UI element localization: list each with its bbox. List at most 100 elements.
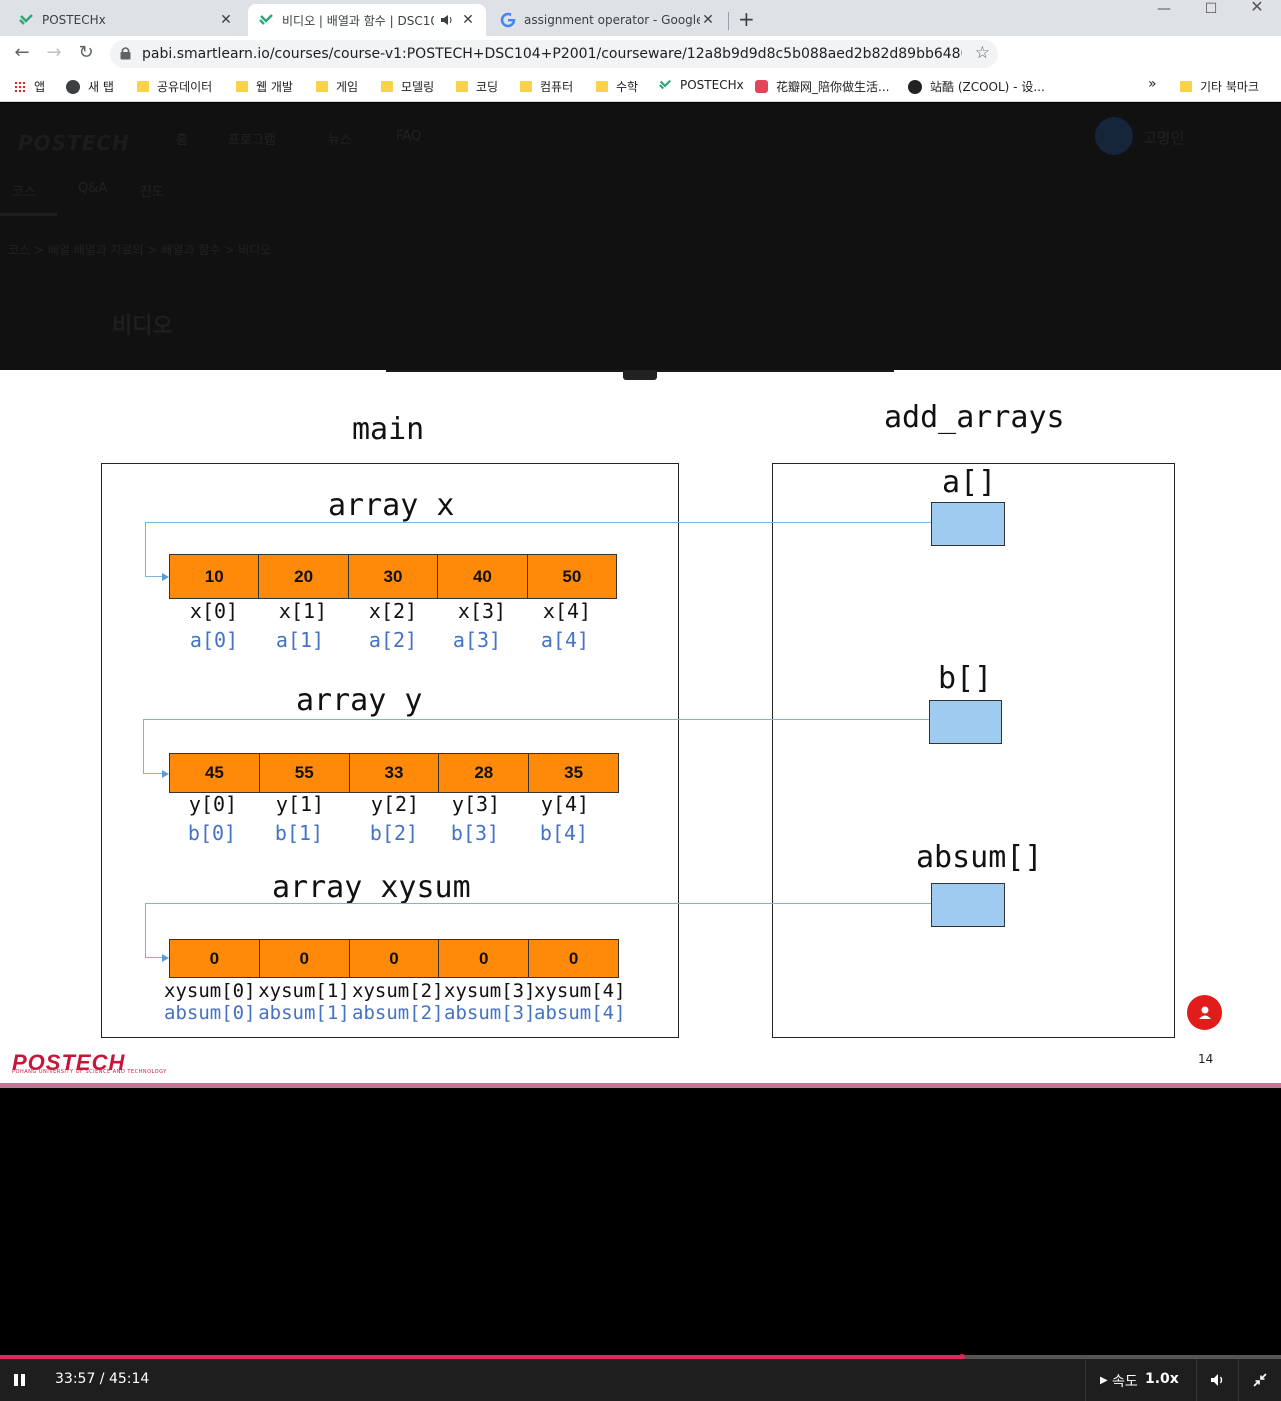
speed-value[interactable]: 1.0x bbox=[1145, 1371, 1179, 1387]
speed-label[interactable]: 속도 bbox=[1112, 1374, 1138, 1390]
param-absum-label: absum[] bbox=[916, 840, 1043, 875]
close-icon[interactable]: ✕ bbox=[462, 12, 474, 28]
bookmark-other[interactable]: 기타 북마크 bbox=[1180, 78, 1259, 95]
array-cell: 45 bbox=[170, 754, 260, 792]
breadcrumb[interactable]: 코스 > 배열 배열과 자료의 > 배열과 함수 > 비디오 bbox=[8, 243, 272, 257]
tab-postechx[interactable]: POSTECHx ✕ bbox=[8, 4, 244, 36]
course-page-overlay: POSTECH 홈 프로그램 뉴스 FAQ 고명인 코스 Q&A 진도 코스 >… bbox=[0, 103, 1281, 370]
array-cell: 30 bbox=[349, 555, 439, 598]
exit-fullscreen-icon[interactable] bbox=[1253, 1373, 1267, 1387]
folder-icon bbox=[137, 81, 149, 92]
bookmark-star-icon[interactable]: ☆ bbox=[974, 43, 990, 63]
bookmark-apps[interactable]: 앱 bbox=[14, 78, 45, 95]
array-cell: 28 bbox=[439, 754, 530, 792]
progress-knob[interactable] bbox=[959, 1354, 965, 1360]
bookmark-folder[interactable]: 컴퓨터 bbox=[520, 78, 573, 95]
pause-icon[interactable] bbox=[14, 1374, 26, 1386]
index-label: x[1] bbox=[278, 599, 328, 623]
bookmark-folder[interactable]: 웹 개발 bbox=[236, 78, 293, 95]
chatbot-button[interactable] bbox=[1187, 995, 1222, 1030]
index-label: y[0] bbox=[188, 792, 238, 816]
back-icon[interactable]: ← bbox=[14, 42, 30, 63]
slide-page-number: 14 bbox=[1198, 1052, 1214, 1066]
speaker-icon[interactable] bbox=[440, 14, 454, 26]
lock-icon[interactable] bbox=[120, 46, 131, 60]
tab-separator bbox=[728, 12, 729, 30]
tab-video[interactable]: 비디오 | 배열과 함수 | DSC10 ✕ bbox=[248, 4, 486, 36]
nav-news[interactable]: 뉴스 bbox=[328, 133, 352, 148]
nav-faq[interactable]: FAQ bbox=[396, 129, 422, 144]
tab-google[interactable]: assignment operator - Google Se ✕ bbox=[490, 4, 726, 36]
video-slide[interactable]: main add_arrays array x 10 20 30 40 50 x… bbox=[0, 370, 1281, 1088]
bookmark-zcool[interactable]: 站酷 (ZCOOL) - 设... bbox=[908, 78, 1045, 95]
folder-icon bbox=[316, 81, 328, 92]
alias-label: a[2] bbox=[368, 628, 418, 652]
window-close-icon[interactable]: ✕ bbox=[1250, 0, 1264, 16]
slide-bottom-bar bbox=[0, 1083, 1281, 1088]
bookmark-folder[interactable]: 수학 bbox=[596, 78, 638, 95]
bookmarks-more-button[interactable]: » bbox=[1148, 76, 1157, 92]
array-cell: 35 bbox=[564, 763, 584, 782]
bookmark-huaban[interactable]: 花瓣网_陪你做生活... bbox=[755, 78, 889, 95]
pointer-line-absum bbox=[145, 957, 163, 958]
index-label: xysum[3] bbox=[444, 980, 536, 1002]
postech-brand-subtitle: POHANG UNIVERSITY OF SCIENCE AND TECHNOL… bbox=[12, 1069, 167, 1075]
tab-title: POSTECHx bbox=[42, 13, 106, 27]
index-label: x[0] bbox=[189, 599, 239, 623]
bookmark-folder[interactable]: 모델링 bbox=[381, 78, 434, 95]
pointer-line-a bbox=[145, 576, 163, 577]
close-icon[interactable]: ✕ bbox=[702, 12, 714, 28]
array-cell: 50 bbox=[562, 566, 582, 586]
google-g-icon bbox=[500, 12, 516, 28]
address-bar[interactable]: pabi.smartlearn.io/courses/course-v1:POS… bbox=[110, 40, 998, 68]
bookmarks-bar: 앱 새 탭 공유데이터 웹 개발 게임 모델링 코딩 컴퓨터 수학 POSTEC… bbox=[0, 72, 1281, 102]
param-a-label: a[] bbox=[942, 465, 997, 500]
huaban-icon bbox=[755, 80, 768, 93]
array-cell: 20 bbox=[259, 555, 349, 598]
index-label: y[4] bbox=[540, 792, 590, 816]
alias-label: absum[1] bbox=[258, 1002, 350, 1024]
alias-label: absum[3] bbox=[444, 1002, 536, 1024]
page-title: 비디오 bbox=[112, 314, 173, 339]
folder-icon bbox=[236, 81, 248, 92]
video-progress-bar[interactable] bbox=[0, 1354, 1281, 1360]
array-xysum-cells: 0 0 0 0 0 bbox=[169, 939, 619, 978]
maximize-icon[interactable]: ☐ bbox=[1204, 1, 1218, 17]
bookmark-new-tab[interactable]: 새 탭 bbox=[66, 78, 114, 95]
folder-icon bbox=[456, 81, 468, 92]
subtab-course[interactable]: 코스 bbox=[12, 185, 36, 200]
close-icon[interactable]: ✕ bbox=[220, 12, 232, 28]
url-text[interactable]: pabi.smartlearn.io/courses/course-v1:POS… bbox=[142, 46, 962, 62]
bookmark-label: 앱 bbox=[34, 80, 46, 94]
pointer-line-b bbox=[143, 719, 929, 773]
minimize-icon[interactable]: — bbox=[1157, 1, 1171, 17]
array-cell: 55 bbox=[260, 754, 350, 792]
volume-icon[interactable] bbox=[1210, 1373, 1226, 1387]
reload-icon[interactable]: ↻ bbox=[78, 42, 94, 63]
index-label: xysum[1] bbox=[258, 980, 350, 1002]
control-divider bbox=[1085, 1359, 1086, 1401]
video-controls: 33:57 / 45:14 ▶ 속도 1.0x bbox=[0, 1359, 1281, 1401]
bookmark-folder[interactable]: 코딩 bbox=[456, 78, 498, 95]
globe-icon bbox=[66, 79, 80, 94]
arrow-head-absum bbox=[162, 954, 169, 962]
subtab-progress[interactable]: 진도 bbox=[140, 185, 164, 200]
tab-title: 비디오 | 배열과 함수 | DSC10 bbox=[282, 13, 434, 28]
array-cell: 0 bbox=[350, 940, 440, 977]
user-avatar[interactable] bbox=[1095, 117, 1133, 155]
bookmark-folder[interactable]: 게임 bbox=[316, 78, 358, 95]
bookmark-label: 기타 북마크 bbox=[1200, 80, 1260, 94]
bookmark-folder[interactable]: 공유데이터 bbox=[137, 78, 212, 95]
zcool-icon bbox=[908, 79, 922, 94]
array-cell: 0 bbox=[439, 940, 530, 977]
forward-icon[interactable]: → bbox=[46, 42, 62, 63]
bookmark-postechx[interactable]: POSTECHx bbox=[658, 78, 744, 92]
nav-home[interactable]: 홈 bbox=[176, 133, 188, 148]
param-b-label: b[] bbox=[938, 661, 993, 696]
index-label: x[2] bbox=[368, 599, 418, 623]
subtab-qa[interactable]: Q&A bbox=[78, 181, 108, 196]
array-cell: 0 bbox=[568, 948, 579, 968]
nav-programs[interactable]: 프로그램 bbox=[228, 133, 276, 148]
user-name[interactable]: 고명인 bbox=[1143, 129, 1185, 147]
new-tab-button[interactable]: + bbox=[738, 7, 755, 31]
